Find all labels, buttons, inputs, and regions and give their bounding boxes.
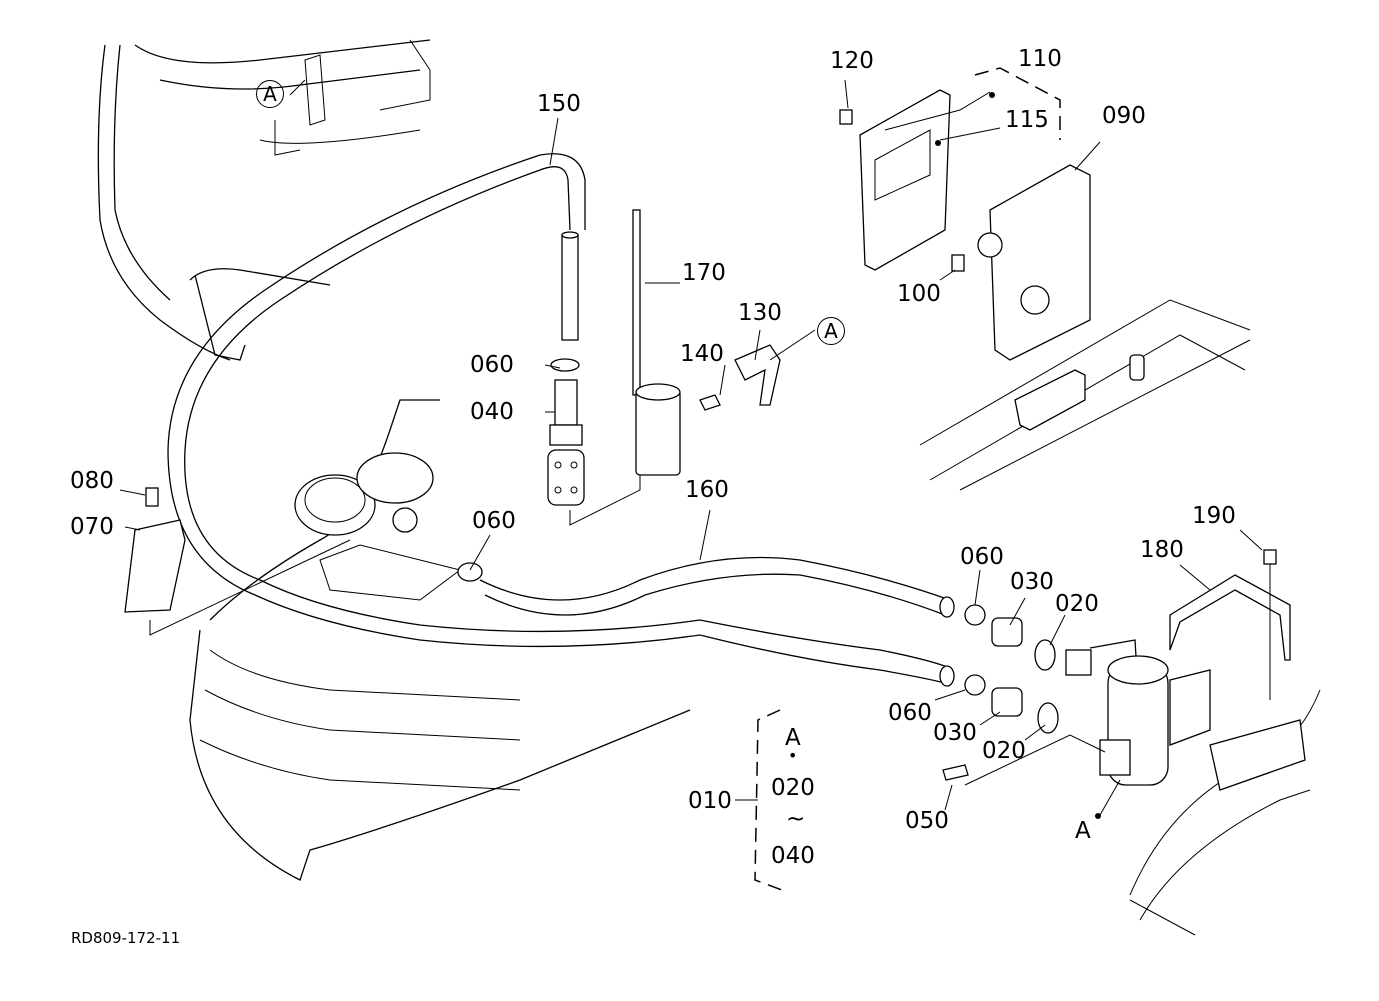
bracket-180: [1169, 549, 1291, 700]
callout-a-point: A: [1075, 818, 1091, 844]
part-label-060: 060: [470, 352, 514, 378]
part-label-060: 060: [960, 544, 1004, 570]
callout-a-circle: A: [256, 80, 284, 108]
part-label-050: 050: [905, 808, 949, 834]
hood-panel: [97, 39, 431, 361]
callout-a-circle: A: [817, 317, 845, 345]
assembly-line-040: 040: [771, 843, 815, 869]
part-label-130: 130: [738, 300, 782, 326]
part-label-160: 160: [685, 477, 729, 503]
assembly-tilde: ~: [786, 806, 806, 832]
part-label-100: 100: [897, 281, 941, 307]
part-label-030: 030: [933, 720, 977, 746]
part-label-170: 170: [682, 260, 726, 286]
clip-130: [699, 344, 781, 411]
part-label-190: 190: [1192, 503, 1236, 529]
rod-170: [632, 209, 681, 476]
part-label-010: 010: [688, 788, 732, 814]
hose-150: [167, 153, 701, 648]
part-label-040: 040: [470, 399, 514, 425]
part-label-020: 020: [1055, 591, 1099, 617]
part-label-150: 150: [537, 91, 581, 117]
fitting-set: [942, 604, 1211, 786]
part-label-180: 180: [1140, 537, 1184, 563]
frame-right: [1129, 689, 1321, 936]
part-label-115: 115: [1005, 107, 1049, 133]
hose-160: [457, 556, 955, 687]
part-label-060: 060: [888, 700, 932, 726]
part-label-030: 030: [1010, 569, 1054, 595]
part-label-080: 080: [70, 468, 114, 494]
part-label-140: 140: [680, 341, 724, 367]
part-label-120: 120: [830, 48, 874, 74]
leader-lines: [119, 67, 1263, 891]
assembly-line-a: A: [785, 725, 801, 751]
part-label-070: 070: [70, 514, 114, 540]
drawing-code: RD809-172-11: [71, 929, 181, 947]
part-label-020: 020: [982, 738, 1026, 764]
part-label-060: 060: [472, 508, 516, 534]
assembly-dot: •: [788, 746, 798, 765]
part-label-090: 090: [1102, 103, 1146, 129]
plate-090: [839, 89, 1251, 491]
assembly-line-020: 020: [771, 775, 815, 801]
fitting-040: [547, 358, 641, 526]
bracket-070: [124, 487, 351, 636]
part-label-110: 110: [1018, 46, 1062, 72]
fuel-tank: [189, 399, 691, 881]
